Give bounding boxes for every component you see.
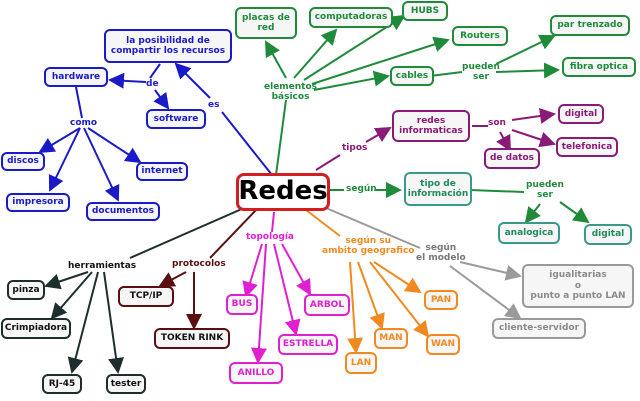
node-hubs[interactable]: HUBS	[402, 1, 448, 21]
node-digital-2[interactable]: digital	[584, 224, 632, 245]
node-crimpiadora[interactable]: Crimpiadora	[1, 318, 71, 339]
label-tipos: tipos	[342, 143, 368, 153]
node-par-trenzado[interactable]: par trenzado	[550, 15, 630, 36]
node-pinza[interactable]: pinza	[7, 280, 45, 300]
node-fibra-optica[interactable]: fibra optica	[562, 57, 636, 77]
node-internet[interactable]: internet	[136, 162, 188, 181]
node-tcp-ip[interactable]: TCP/IP	[118, 286, 174, 307]
node-token-rink[interactable]: TOKEN RINK	[154, 328, 230, 349]
label-segun: según	[346, 184, 377, 194]
label-pueden-ser-1: pueden ser	[462, 62, 500, 83]
label-son: son	[488, 118, 506, 128]
node-rj45[interactable]: RJ-45	[42, 374, 82, 394]
node-hardware[interactable]: hardware	[44, 67, 108, 87]
node-igualitarias[interactable]: igualitarias o punto a punto LAN	[522, 264, 634, 308]
node-lan[interactable]: LAN	[345, 352, 377, 374]
node-routers[interactable]: Routers	[452, 26, 508, 46]
node-computadoras[interactable]: computadoras	[309, 7, 393, 28]
node-estrella[interactable]: ESTRELLA	[278, 334, 338, 355]
node-discos[interactable]: discos	[1, 152, 45, 171]
node-share-resources[interactable]: la posibilidad de compartir los recursos	[104, 29, 232, 63]
node-tester[interactable]: tester	[106, 374, 146, 394]
node-pan[interactable]: PAN	[424, 290, 458, 310]
node-cables[interactable]: cables	[390, 66, 434, 86]
node-impresora[interactable]: impresora	[6, 193, 70, 212]
label-topologia: topología	[246, 232, 294, 242]
node-tipo-de-informacion[interactable]: tipo de información	[404, 172, 472, 206]
label-pueden-ser-2: pueden ser	[526, 180, 564, 201]
label-como: como	[70, 118, 98, 128]
node-analogica[interactable]: analogica	[498, 222, 560, 244]
node-arbol[interactable]: ARBOL	[304, 294, 350, 316]
node-bus[interactable]: BUS	[226, 294, 258, 315]
node-software[interactable]: software	[146, 109, 206, 129]
node-digital-1[interactable]: digital	[558, 104, 604, 124]
label-elementos-basicos: elementos básicos	[264, 82, 318, 103]
label-de: de	[146, 79, 159, 89]
root-node-redes[interactable]: Redes	[236, 173, 330, 211]
label-segun-modelo: según el modelo	[416, 243, 466, 264]
node-anillo[interactable]: ANILLO	[229, 362, 283, 384]
node-man[interactable]: MAN	[374, 328, 408, 349]
node-documentos[interactable]: documentos	[86, 202, 160, 221]
node-cliente-servidor[interactable]: cliente-servidor	[492, 318, 586, 339]
label-es: es	[208, 100, 220, 110]
node-wan[interactable]: WAN	[426, 334, 460, 355]
label-protocolos: protocolos	[172, 259, 226, 269]
label-herramientas: herramientas	[68, 261, 137, 271]
label-segun-ambito: según su ambito geografico	[322, 236, 415, 257]
node-placas-de-red[interactable]: placas de red	[235, 7, 297, 39]
node-de-datos[interactable]: de datos	[484, 148, 540, 169]
node-telefonica[interactable]: telefonica	[556, 137, 618, 157]
node-redes-informaticas[interactable]: redes informaticas	[392, 110, 470, 142]
